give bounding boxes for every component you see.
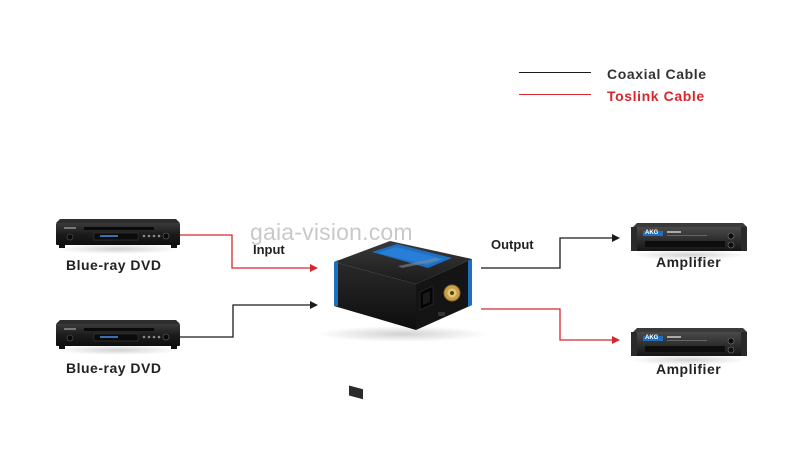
amplifier-1-brand: AKG <box>645 230 659 236</box>
converter-box <box>316 241 488 400</box>
source-label-1: Blue-ray DVD <box>66 257 162 273</box>
legend-coaxial-line <box>519 72 591 73</box>
output-label-1: Amplifier <box>656 254 722 270</box>
dvd-player-1 <box>56 219 180 254</box>
amplifier-2 <box>631 328 747 365</box>
input-label: Input <box>253 242 285 257</box>
cable-converter-to-amp1 <box>481 234 620 269</box>
output-label: Output <box>491 237 534 252</box>
cable-dvd1-to-converter <box>180 234 318 272</box>
cable-dvd2-to-converter <box>180 301 318 338</box>
output-label-2: Amplifier <box>656 361 722 377</box>
cable-converter-to-amp2 <box>481 308 620 344</box>
legend-toslink-label: Toslink Cable <box>607 88 705 104</box>
legend-coaxial-label: Coaxial Cable <box>607 66 707 82</box>
amplifier-2-brand: AKG <box>645 335 659 341</box>
watermark: gaia-vision.com <box>250 219 413 245</box>
dvd-player-2 <box>56 320 180 355</box>
amplifier-1 <box>631 223 747 260</box>
legend-toslink-line <box>519 94 591 95</box>
source-label-2: Blue-ray DVD <box>66 360 162 376</box>
